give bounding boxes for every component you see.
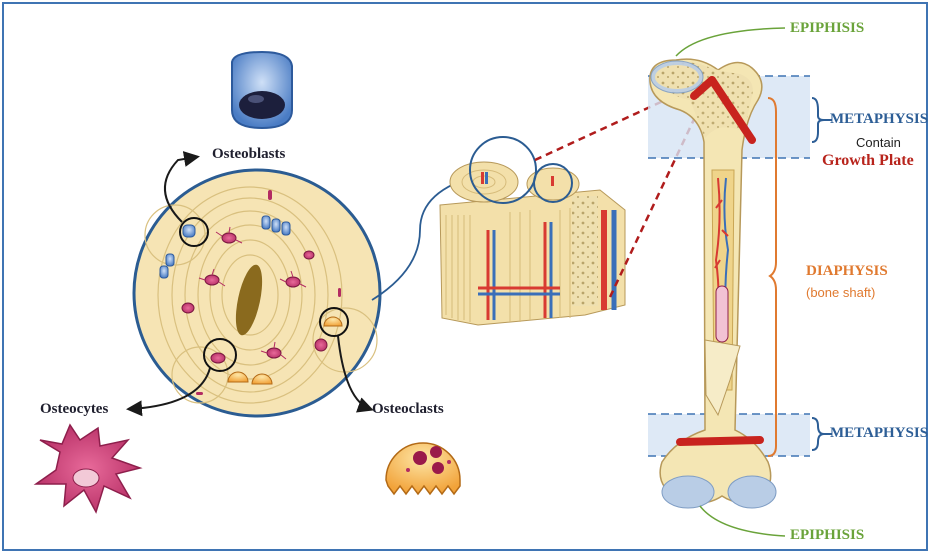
label-epiphisis-top: EPIPHISIS: [790, 20, 864, 37]
label-bone-shaft: (bone shaft): [806, 285, 875, 300]
label-osteocytes: Osteocytes: [40, 401, 108, 418]
compact-bone-section: [440, 137, 625, 325]
label-contain: Contain: [856, 135, 901, 150]
label-metaphysis-top: METAPHYSIS: [830, 111, 928, 128]
osteoblast-cell-icon: [232, 52, 292, 128]
label-osteoblasts: Osteoblasts: [212, 146, 285, 163]
label-metaphysis-bottom: METAPHYSIS: [830, 425, 928, 442]
label-epiphisis-bottom: EPIPHISIS: [790, 527, 864, 544]
osteoclast-cell-icon: [386, 443, 460, 494]
label-osteoclasts: Osteoclasts: [372, 401, 444, 418]
label-diaphysis: DIAPHYSIS: [806, 263, 888, 280]
long-bone-femur: [648, 59, 810, 508]
osteocyte-cell-icon: [36, 425, 140, 512]
label-growth-plate: Growth Plate: [822, 152, 914, 170]
